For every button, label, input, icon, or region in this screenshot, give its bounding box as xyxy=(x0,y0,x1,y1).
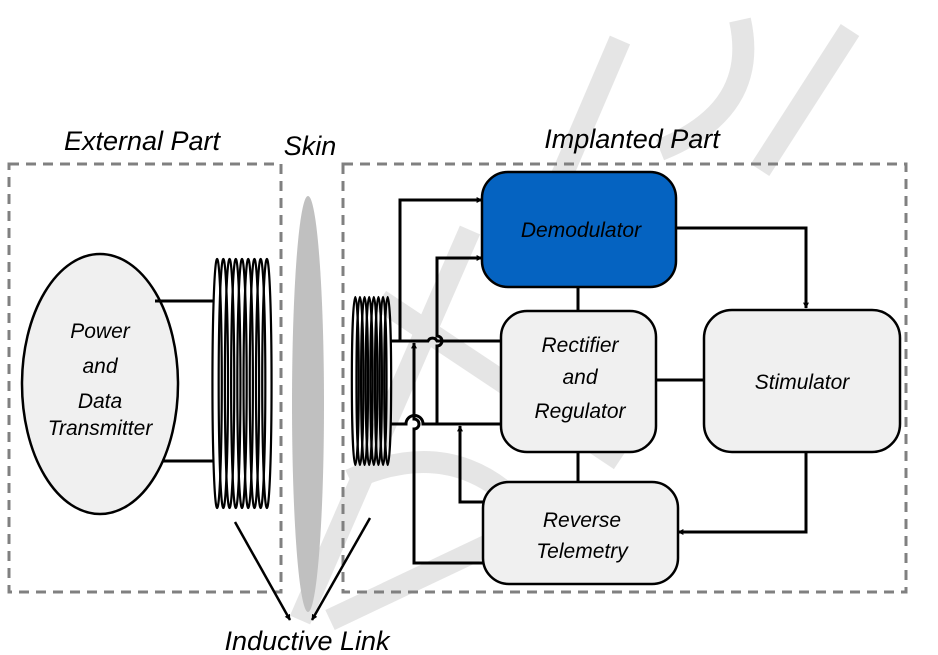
telemetry-shape xyxy=(481,480,680,586)
wire-coil-rectifier-top xyxy=(390,336,500,343)
implant-wiring xyxy=(390,197,809,565)
coil-turn xyxy=(230,257,242,510)
inductive-link-label: Inductive Link xyxy=(224,626,391,655)
coil-turn xyxy=(236,257,248,510)
internal-coil xyxy=(350,295,393,467)
rectifier-label-line-1: Rectifier xyxy=(541,334,619,357)
telemetry-label-line-1: Reverse xyxy=(543,509,621,532)
coil-turn xyxy=(217,257,230,510)
transmitter-label-line-2: and xyxy=(82,355,118,378)
rectifier-label-line-2: and xyxy=(562,366,598,389)
demodulator-shape xyxy=(480,170,678,289)
external-part-boundary xyxy=(7,162,283,594)
stimulator-label: Stimulator xyxy=(755,371,851,394)
rectifier-regulator-block[interactable]: Rectifier and Regulator xyxy=(499,309,658,454)
telemetry-label-line-2: Telemetry xyxy=(536,540,629,563)
transmitter-label-line-3: Data xyxy=(78,390,122,413)
arrow-inductive-link-external xyxy=(233,521,292,621)
coil-turn xyxy=(355,295,365,467)
implanted-part-label: Implanted Part xyxy=(544,124,721,154)
coil-turn xyxy=(211,257,223,510)
coil-turn xyxy=(383,295,393,467)
skin-label: Skin xyxy=(284,131,337,161)
arrow-inductive-link-internal xyxy=(310,517,372,621)
wire-bottom-to-demodulator xyxy=(435,255,483,424)
external-coil xyxy=(211,257,273,510)
rectifier-label-line-3: Regulator xyxy=(534,400,626,423)
demodulator-block[interactable]: Demodulator xyxy=(480,170,678,289)
coil-turn xyxy=(364,295,374,467)
coil-turn xyxy=(223,257,236,510)
coil-turn xyxy=(248,257,261,510)
coil-turn xyxy=(254,257,267,510)
coil-turn xyxy=(369,295,379,467)
wire-telemetry-to-bottom-rail xyxy=(457,425,485,504)
coil-turn xyxy=(350,295,360,467)
stimulator-shape xyxy=(702,308,902,454)
rectifier-shape xyxy=(499,309,658,454)
wire-demodulator-to-stimulator xyxy=(676,226,809,309)
transmitter-label-line-1: Power xyxy=(70,320,131,343)
skin-layer xyxy=(292,196,324,612)
external-part-label: External Part xyxy=(64,126,222,156)
coil-turn xyxy=(261,257,273,510)
coil-turn xyxy=(359,295,370,467)
stimulator-block[interactable]: Stimulator xyxy=(702,308,902,454)
coil-turn xyxy=(373,295,384,467)
wire-stimulator-to-telemetry xyxy=(677,452,808,535)
transmitter-shape xyxy=(20,252,180,516)
power-data-transmitter[interactable]: Power and Data Transmitter xyxy=(20,252,180,516)
wire-telemetry-to-top-rail xyxy=(411,342,485,565)
wire-coil-rectifier-bottom xyxy=(390,414,500,426)
reverse-telemetry-block[interactable]: Reverse Telemetry xyxy=(481,480,680,586)
wire-top-to-demodulator xyxy=(398,197,483,341)
coil-turn xyxy=(242,257,254,510)
transmitter-label-line-4: Transmitter xyxy=(48,417,154,440)
implanted-part-boundary xyxy=(341,162,908,594)
coil-turn xyxy=(378,295,388,467)
demodulator-label: Demodulator xyxy=(521,219,642,242)
